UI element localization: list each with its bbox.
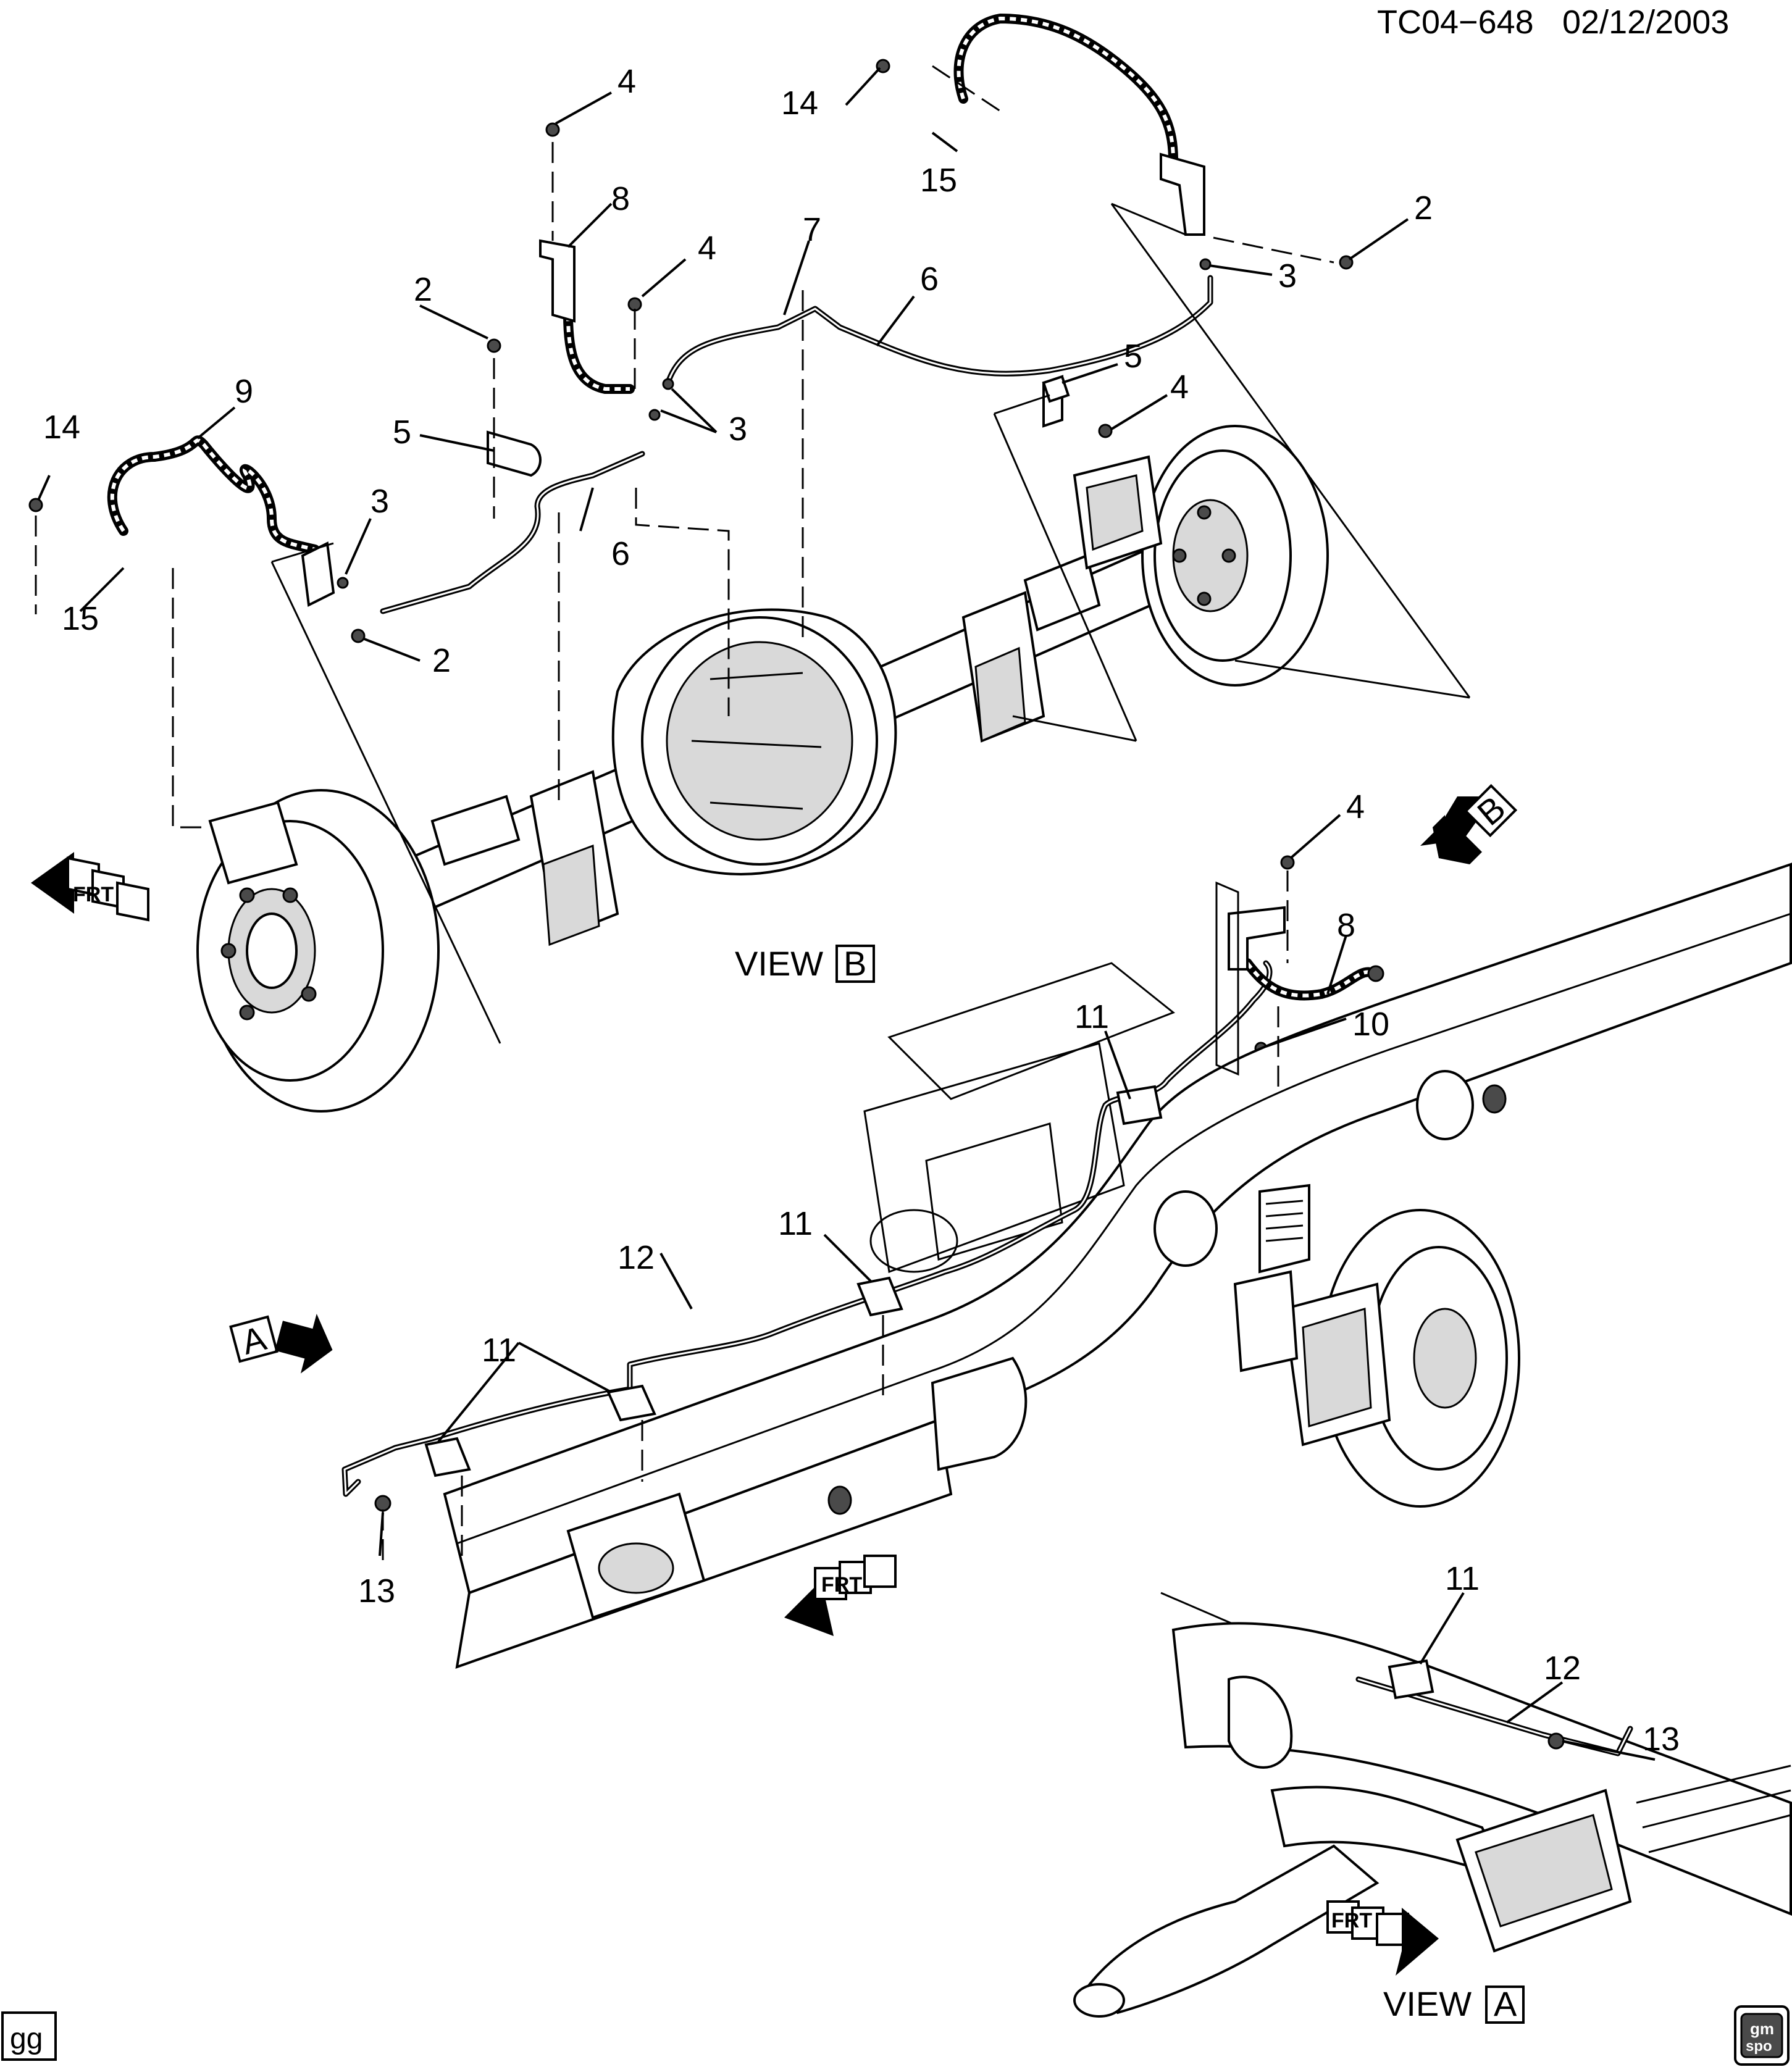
view-a-letter: A <box>1494 1984 1517 2023</box>
callout-leaders <box>37 67 1656 1761</box>
callout-2: 2 <box>414 271 432 308</box>
callout-13: 13 <box>358 1572 395 1610</box>
callout-3: 3 <box>729 411 747 448</box>
logo-text-gm: gm <box>1750 2019 1774 2038</box>
brake-pipe-left <box>380 451 645 614</box>
callout-6: 6 <box>920 261 939 298</box>
callout-8: 8 <box>611 180 630 217</box>
frt-label-middle: FRT <box>821 1573 862 1597</box>
corner-tag-text: gg <box>10 2023 43 2055</box>
callout-5: 5 <box>393 414 411 451</box>
view-a-frame-detail <box>1073 1592 1792 2018</box>
callout-6: 6 <box>611 535 630 572</box>
callout-9: 9 <box>235 373 253 410</box>
view-a-fitting <box>1547 1732 1565 1750</box>
alignment-lines-b <box>35 65 1471 1044</box>
view-a-arrow: A <box>229 1313 333 1374</box>
callout-4: 4 <box>698 230 716 267</box>
rear-right-brake-assembly <box>1073 425 1329 687</box>
pipe-clip-group-frame <box>424 1085 1163 1477</box>
hose-bracket-center <box>539 239 576 323</box>
gm-spo-logo: gm spo <box>1734 2005 1790 2066</box>
callout-3: 3 <box>1278 257 1297 294</box>
frt-label-left: FRT <box>73 883 114 906</box>
view-b-letter-box <box>835 945 875 983</box>
view-a-letter-box <box>1485 1986 1525 2024</box>
frame-rail <box>443 862 1792 1669</box>
logo-text-spo: spo <box>1746 2038 1772 2055</box>
callout-11: 11 <box>1445 1560 1480 1597</box>
callout-8: 8 <box>1337 907 1355 944</box>
caliper-bracket-right <box>1160 152 1205 236</box>
brake-pipe-right <box>664 275 1213 389</box>
view-b-letter: B <box>844 944 866 983</box>
callout-14: 14 <box>781 85 818 122</box>
view-b-arrow-letter: B <box>1470 788 1512 833</box>
brake-hose-right <box>953 14 1178 165</box>
view-b-text: VIEW <box>735 944 823 983</box>
brake-hose-center <box>563 310 635 394</box>
callout-11: 11 <box>482 1332 516 1369</box>
corner-tag: gg <box>1 2011 57 2061</box>
callout-3: 3 <box>371 483 389 520</box>
diagram-code: TC04−648 <box>1377 4 1534 41</box>
callout-12: 12 <box>1544 1650 1581 1687</box>
callout-7: 7 <box>803 211 821 248</box>
callout-15: 15 <box>62 600 99 637</box>
callout-5: 5 <box>1124 338 1142 375</box>
pipe-clip-right <box>1042 375 1070 428</box>
callout-11: 11 <box>1074 998 1109 1035</box>
brake-hose-view-b-lower <box>1228 906 1384 1001</box>
callout-4: 4 <box>1346 788 1365 825</box>
callout-4: 4 <box>618 63 636 100</box>
view-a-pipe-clip <box>1388 1659 1434 1700</box>
rear-suspension-behind-frame <box>863 962 1310 1274</box>
frt-label-view-a: FRT <box>1331 1909 1372 1932</box>
callout-10: 10 <box>1352 1006 1389 1043</box>
callout-labels: 14 15 9 2 5 3 6 2 4 8 4 3 7 6 14 15 2 3 … <box>43 63 1680 1758</box>
callout-11: 11 <box>778 1205 813 1242</box>
pipe-clip-left <box>487 430 542 477</box>
diagram-date: 02/12/2003 <box>1562 4 1729 41</box>
callout-14: 14 <box>43 409 80 446</box>
callout-4: 4 <box>1170 369 1189 406</box>
rear-left-brake-assembly <box>196 789 440 1113</box>
front-indicator-middle: FRT <box>784 1555 897 1636</box>
caliper-bracket-left <box>301 541 335 608</box>
front-brake-assembly <box>1233 1209 1520 1508</box>
callout-13: 13 <box>1643 1721 1680 1758</box>
view-a-text: VIEW <box>1383 1984 1472 2023</box>
brake-hose-left <box>107 435 320 554</box>
rear-axle-assembly <box>393 541 1181 946</box>
view-b-label: VIEW B <box>735 944 875 983</box>
callout-2: 2 <box>432 642 451 679</box>
callout-2: 2 <box>1414 190 1433 227</box>
front-indicator-view-a: FRT <box>1326 1900 1439 1976</box>
view-b-arrow: B <box>1420 783 1518 864</box>
front-indicator-left: FRT <box>31 852 149 922</box>
callout-15: 15 <box>920 162 957 199</box>
callout-12: 12 <box>618 1239 655 1276</box>
view-a-brake-pipe <box>1355 1676 1633 1756</box>
view-a-label: VIEW A <box>1383 1984 1525 2024</box>
bolt-group <box>28 59 1354 1512</box>
